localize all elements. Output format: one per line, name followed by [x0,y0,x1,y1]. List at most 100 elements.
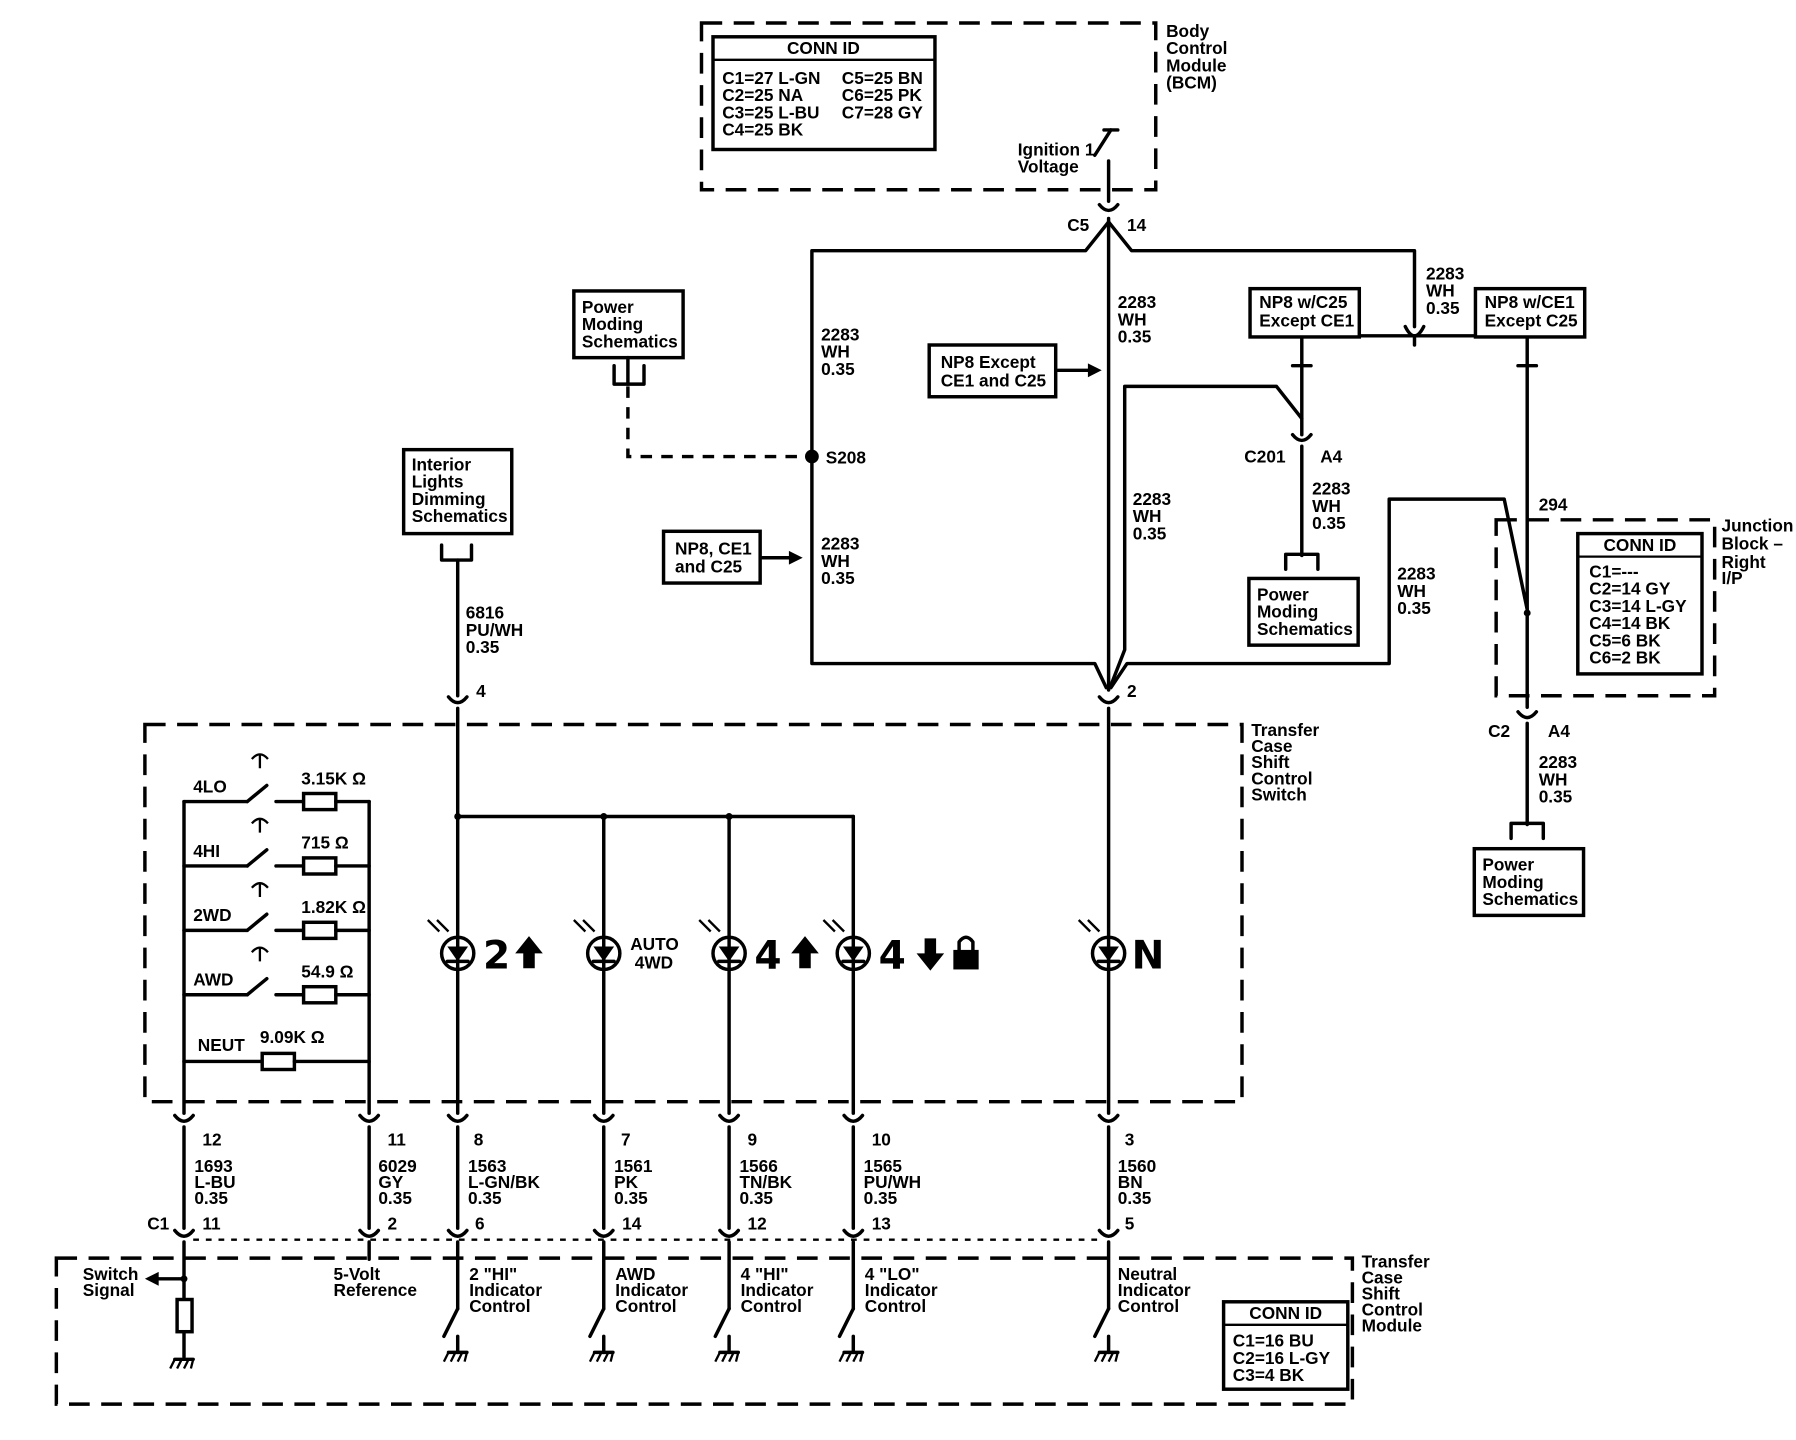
diagram-label: 0.35 [739,1188,773,1208]
bcm-label: Body Control Module (BCM) [1166,21,1227,93]
switch-signal-circuit: Switch Signal [83,1240,195,1370]
interior-lights-box: Interior Lights Dimming Schematics 6816 … [401,447,524,698]
diagram-label: WH [1426,281,1455,301]
led-neutral-icon: N [1077,919,1165,978]
diagram-label: 2 "HI" [469,1264,517,1284]
arrow-left-icon [144,1271,159,1286]
ground-icon [714,1350,741,1363]
ground-icon [1093,1350,1120,1363]
switch-bottom-connectors: 12 11 8 7 9 10 3 [173,1113,1134,1149]
bcm-label-line: Body [1166,21,1210,41]
bcm-label-line: Control [1166,38,1227,58]
led-2-hi-icon: 2 [426,919,543,978]
diagram-label: 4 [754,933,781,978]
module-conn-id-table: CONN ID C1=16 BU C2=16 L-GY C3=4 BK [1221,1300,1350,1391]
pin-label: A4 [1548,721,1570,741]
box-text: Moding [1482,872,1543,892]
ground-icon [169,1357,195,1370]
diagram-label: 0.35 [194,1188,228,1208]
diagram-label: Switch [1251,784,1307,804]
diagram-label: 11 [388,1129,407,1149]
box-text: NP8, CE1 [675,538,752,558]
shift-control-switch: Transfer Case Shift Control Switch 4 2 4 [143,681,1320,1149]
bcm-conn-id-table: CONN ID C1=27 L-GN C2=25 NA C3=25 L-BU C… [711,35,937,152]
np8-wce1-box: NP8 w/CE1 Except C25 [1473,286,1587,339]
diagram-label: 1565 [864,1156,903,1176]
diagram-label: 2283 [821,534,859,554]
box-text: Power [582,297,634,317]
indicator-driver-neutral: Neutral Indicator Control [1093,1240,1191,1363]
power-moding-box: Power Moding Schematics [1247,552,1360,647]
diagram-label: C5=6 BK [1589,630,1661,650]
diagram-label: Transfer [1251,720,1319,740]
five-volt-reference-circuit: 5-Volt Reference [334,1240,417,1300]
box-text: NP8 w/C25 [1259,292,1348,312]
arrow-down-icon [916,938,945,971]
diagram-label: C4=14 BK [1589,613,1671,633]
conn-id-entry: C7=28 GY [842,102,924,122]
diagram-label: Schematics [412,506,508,526]
diagram-label: 2283 [1426,263,1464,283]
diagram-label: WH [821,342,850,362]
module-connectors: 11 2 6 14 12 13 5 [173,1213,1135,1238]
connector-label: C1 [147,1213,169,1233]
diagram-label: PK [614,1172,639,1192]
diagram-label: CONN ID [1603,535,1676,555]
indicator-driver-4hi: 4 "HI" Indicator Control [713,1240,814,1363]
diagram-label: 0.35 [1539,787,1573,807]
diagram-label: 4 "HI" [741,1264,789,1284]
power-moding-box: Power Moding Schematics [572,289,685,386]
diagram-label: 2 [388,1213,398,1233]
diagram-label: 4WD [635,952,673,972]
diagram-label: C1=16 BU [1233,1331,1314,1351]
diagram-label: Shift [1251,752,1290,772]
diagram-label: WH [821,551,850,571]
diagram-label: 0.35 [1312,513,1346,533]
diagram-label: PU/WH [466,620,524,640]
diagram-label: 1566 [739,1156,777,1176]
jb-conn-id-table: CONN ID C1=--- C2=14 GY C3=14 L-GY C4=14… [1576,531,1704,676]
diagram-label: 8 [474,1129,484,1149]
wire-2283-network [810,216,1539,827]
diagram-label: C1=--- [1589,561,1639,581]
diagram-label: 0.35 [864,1188,898,1208]
ignition-label: Ignition 1 [1018,139,1095,159]
diagram-label: I/P [1722,568,1743,588]
diagram-label: 1561 [614,1156,653,1176]
shift-control-module: Transfer Case Shift Control Module C1 11… [54,1213,1430,1406]
connector-label: C201 [1244,446,1286,466]
diagram-label: 0.35 [1118,1188,1152,1208]
diagram-label: 2283 [1133,489,1171,509]
connector-label: C5 [1067,215,1089,235]
diagram-label: L-GN/BK [468,1172,540,1192]
diagram-label: N [1132,933,1165,978]
indicator-driver-4lo: 4 "LO" Indicator Control [837,1240,938,1363]
box-text: NP8 Except [941,352,1036,372]
diagram-label: 5 [1125,1213,1135,1233]
diagram-label: Indicator [1118,1280,1191,1300]
led-4-hi-icon: 4 [698,919,819,978]
pin-label: A4 [1320,446,1342,466]
diagram-label: GY [378,1172,403,1192]
mode-switch-4lo: 4LO 3.15K Ω [182,753,371,812]
diagram-label: 0.35 [1397,598,1431,618]
diagram-label: 4HI [193,841,220,861]
diagram-label: C3=4 BK [1233,1365,1305,1385]
diagram-label: 1563 [468,1156,506,1176]
junction-block-boundary [1494,518,1717,698]
diagram-label: 1693 [194,1156,232,1176]
diagram-label: 54.9 Ω [301,962,353,982]
pin-label: 14 [1127,215,1147,235]
diagram-label: TN/BK [739,1172,792,1192]
diagram-label: 2283 [1118,292,1156,312]
diagram-label: 4 "LO" [865,1264,920,1284]
conn-id-entry: C5=25 BN [842,68,923,88]
diagram-label: 0.35 [468,1188,502,1208]
diagram-label: Lights [412,472,464,492]
diagram-label: 2 [483,933,510,978]
diagram-label: Junction [1722,515,1794,535]
np8-except-box: NP8 Except CE1 and C25 [927,343,1102,399]
diagram-label: CONN ID [1249,1303,1322,1323]
module-boundary [54,1256,1355,1406]
diagram-label: WH [1133,506,1162,526]
